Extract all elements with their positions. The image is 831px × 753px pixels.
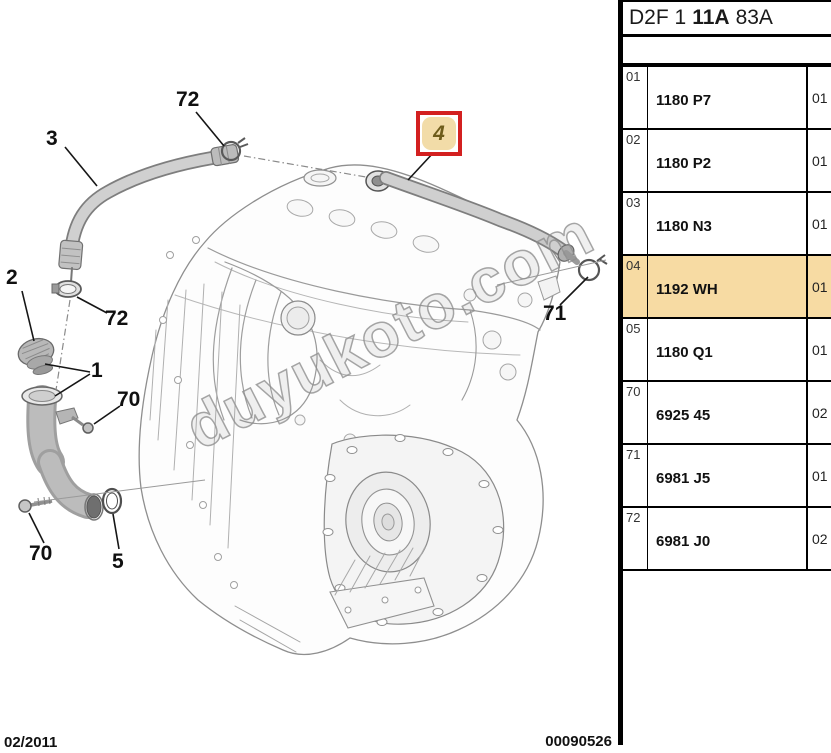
row-part: 6981 J5 bbox=[648, 445, 808, 506]
table-row[interactable]: 72 6981 J0 02 bbox=[623, 508, 831, 571]
clamp-72-mid bbox=[51, 280, 82, 298]
row-ref: 02 bbox=[623, 130, 648, 191]
row-ref: 71 bbox=[623, 445, 648, 506]
row-part: 6981 J0 bbox=[648, 508, 808, 569]
table-header-code: D2F 1 11A 83A bbox=[623, 2, 831, 37]
row-part: 6925 45 bbox=[648, 382, 808, 443]
row-qty: 01 bbox=[812, 89, 828, 106]
parts-table: D2F 1 11A 83A 01 1180 P7 01 02 1180 P2 0… bbox=[623, 0, 831, 753]
table-row[interactable]: 05 1180 Q1 01 bbox=[623, 319, 831, 382]
hose-4 bbox=[365, 170, 580, 265]
callout-2[interactable]: 2 bbox=[6, 266, 18, 289]
engine-line-art bbox=[17, 111, 608, 656]
engine-block bbox=[138, 164, 561, 656]
row-qty: 01 bbox=[812, 467, 828, 484]
leader-lines bbox=[21, 111, 589, 550]
code-bold: 11A bbox=[692, 6, 730, 29]
table-subheader-band bbox=[623, 37, 831, 67]
footer-doc-number: 00090526 bbox=[545, 733, 612, 750]
page-divider-line bbox=[618, 0, 623, 745]
hose-3 bbox=[58, 144, 240, 283]
callout-4-fill bbox=[422, 117, 456, 150]
row-ref: 04 bbox=[623, 256, 648, 317]
table-row[interactable]: 02 1180 P2 01 bbox=[623, 130, 831, 193]
row-ref: 03 bbox=[623, 193, 648, 254]
table-row[interactable]: 03 1180 N3 01 bbox=[623, 193, 831, 256]
row-ref: 72 bbox=[623, 508, 648, 569]
callout-5[interactable]: 5 bbox=[112, 550, 124, 573]
callout-71[interactable]: 71 bbox=[543, 302, 567, 325]
clamp-71 bbox=[577, 254, 608, 282]
bolt-70-lower bbox=[18, 496, 53, 513]
assembly-axis-lines bbox=[33, 155, 607, 503]
row-ref: 05 bbox=[623, 319, 648, 380]
callout-70-lower[interactable]: 70 bbox=[29, 542, 53, 565]
o-ring-5 bbox=[101, 487, 123, 515]
callout-70-upper[interactable]: 70 bbox=[117, 388, 141, 411]
row-part: 1192 WH bbox=[648, 256, 808, 317]
row-qty: 01 bbox=[812, 341, 828, 358]
oil-filler-cap bbox=[17, 337, 55, 375]
row-part: 1180 P7 bbox=[648, 67, 808, 128]
code-suffix: 83A bbox=[735, 6, 773, 29]
row-ref: 01 bbox=[623, 67, 648, 128]
table-row[interactable]: 01 1180 P7 01 bbox=[623, 67, 831, 130]
callout-72-top[interactable]: 72 bbox=[176, 88, 200, 111]
engine-diagram: 3 72 2 72 1 70 70 5 71 4 duyukoto.com 02… bbox=[4, 88, 612, 751]
callout-4-highlight-box[interactable]: 4 bbox=[416, 111, 462, 156]
callout-3[interactable]: 3 bbox=[46, 127, 58, 150]
clamp-72-top bbox=[220, 137, 249, 162]
row-qty: 02 bbox=[812, 404, 828, 421]
callout-72-mid[interactable]: 72 bbox=[105, 307, 129, 330]
row-part: 1180 N3 bbox=[648, 193, 808, 254]
code-prefix: D2F 1 bbox=[629, 6, 687, 29]
filler-neck bbox=[21, 385, 104, 521]
table-row-highlighted[interactable]: 04 1192 WH 01 bbox=[623, 256, 831, 319]
row-qty: 01 bbox=[812, 152, 828, 169]
row-qty: 01 bbox=[812, 278, 828, 295]
callout-1[interactable]: 1 bbox=[91, 359, 103, 382]
bolt-70-upper bbox=[71, 415, 94, 434]
callout-4-label: 4 bbox=[433, 121, 445, 145]
row-qty: 01 bbox=[812, 215, 828, 232]
table-row[interactable]: 71 6981 J5 01 bbox=[623, 445, 831, 508]
row-part: 1180 P2 bbox=[648, 130, 808, 191]
table-row[interactable]: 70 6925 45 02 bbox=[623, 382, 831, 445]
row-ref: 70 bbox=[623, 382, 648, 443]
row-part: 1180 Q1 bbox=[648, 319, 808, 380]
footer-date: 02/2011 bbox=[4, 734, 58, 751]
row-qty: 02 bbox=[812, 530, 828, 547]
